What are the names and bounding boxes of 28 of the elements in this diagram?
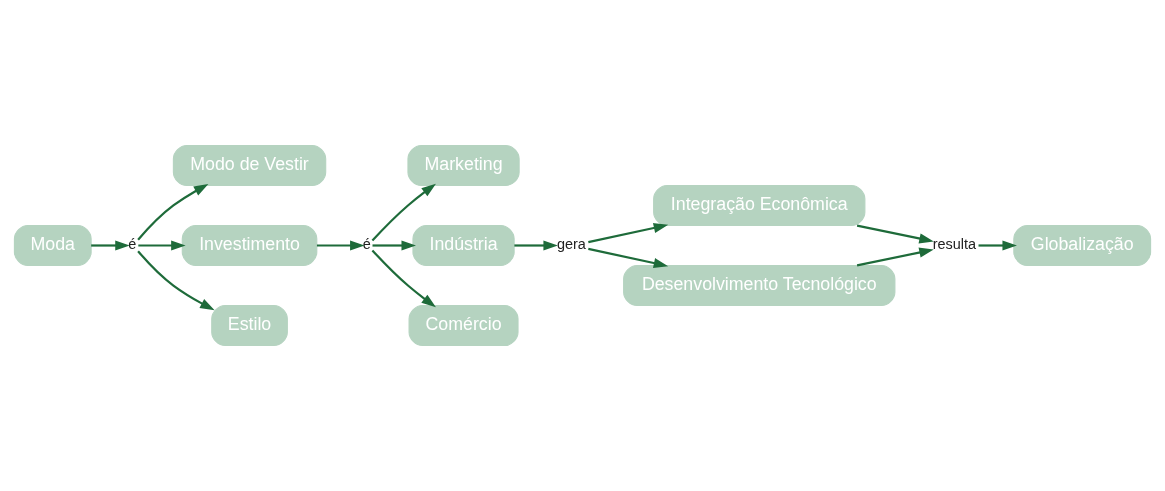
arrow — [372, 240, 416, 251]
arrow — [978, 240, 1017, 251]
node-box: Investimento — [181, 224, 318, 267]
arrow — [316, 240, 365, 251]
arrow — [514, 240, 558, 251]
arrow — [856, 247, 934, 267]
node-box: Indústria — [412, 224, 515, 267]
node-box: Estilo — [211, 304, 288, 347]
node-text: resulta — [932, 236, 977, 253]
arrow — [137, 183, 209, 241]
node-box: Globalização — [1013, 224, 1152, 267]
node-box: Desenvolvimento Tecnológico — [623, 264, 896, 307]
node-box: Modo de Vestir — [172, 144, 327, 187]
node-text: é — [362, 236, 371, 253]
node-box: Comércio — [408, 304, 519, 347]
node-text: é — [128, 236, 137, 253]
arrow — [371, 249, 436, 308]
arrow — [137, 250, 215, 311]
node-box: Marketing — [407, 144, 520, 187]
arrow — [91, 240, 130, 251]
arrow — [856, 224, 934, 244]
arrow — [588, 247, 669, 269]
arrow — [138, 240, 186, 251]
node-text: gera — [556, 236, 586, 253]
node-box: Moda — [13, 224, 92, 267]
arrow — [371, 183, 436, 242]
node-box: Integração Econômica — [653, 184, 866, 227]
arrow — [588, 222, 669, 244]
